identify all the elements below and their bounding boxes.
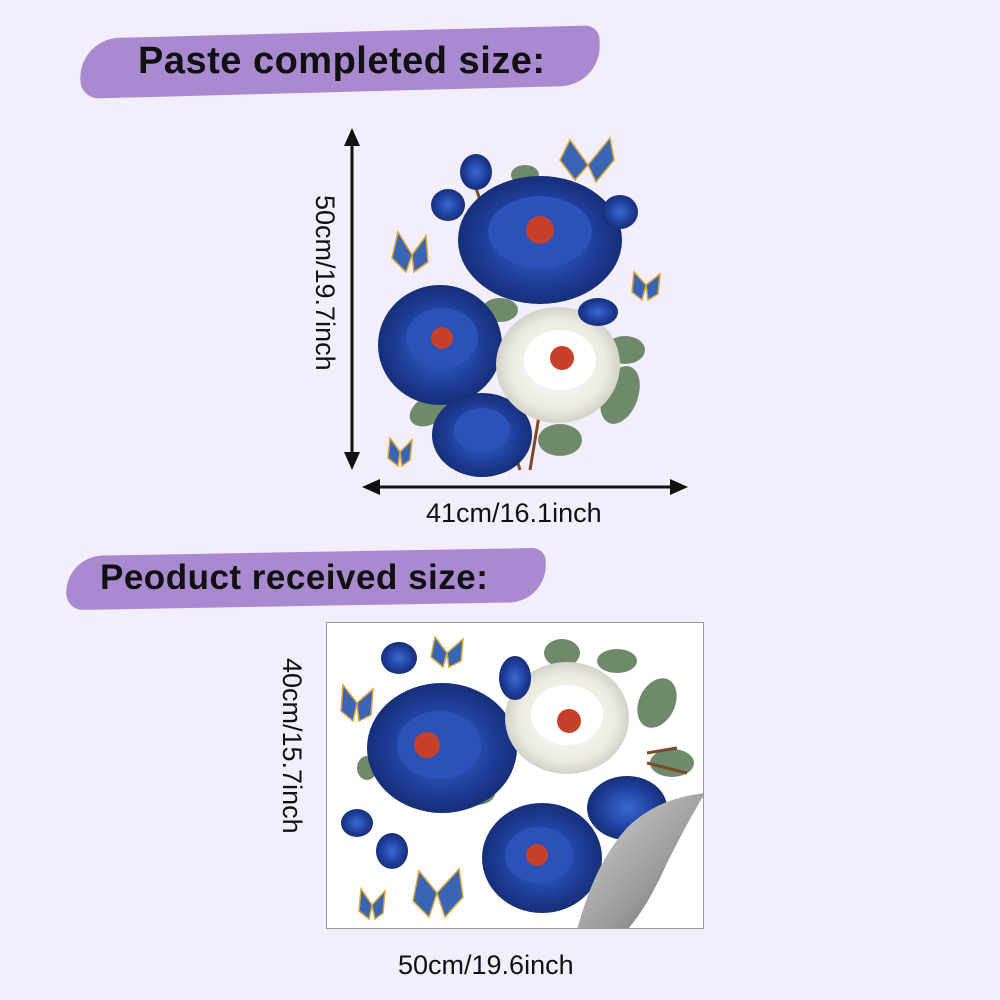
peel-corner-icon (577, 793, 703, 928)
sticker-sheet (326, 622, 704, 929)
heading-completed-size: Paste completed size: (138, 40, 546, 82)
received-width-label: 50cm/19.6inch (398, 950, 574, 980)
completed-width-label: 41cm/16.1inch (426, 498, 602, 528)
received-height-label: 40cm/15.7inch (277, 658, 307, 834)
peony-illustration (340, 635, 703, 928)
heading-received-size: Peoduct received size: (100, 558, 489, 597)
butterfly-icon (340, 635, 464, 921)
